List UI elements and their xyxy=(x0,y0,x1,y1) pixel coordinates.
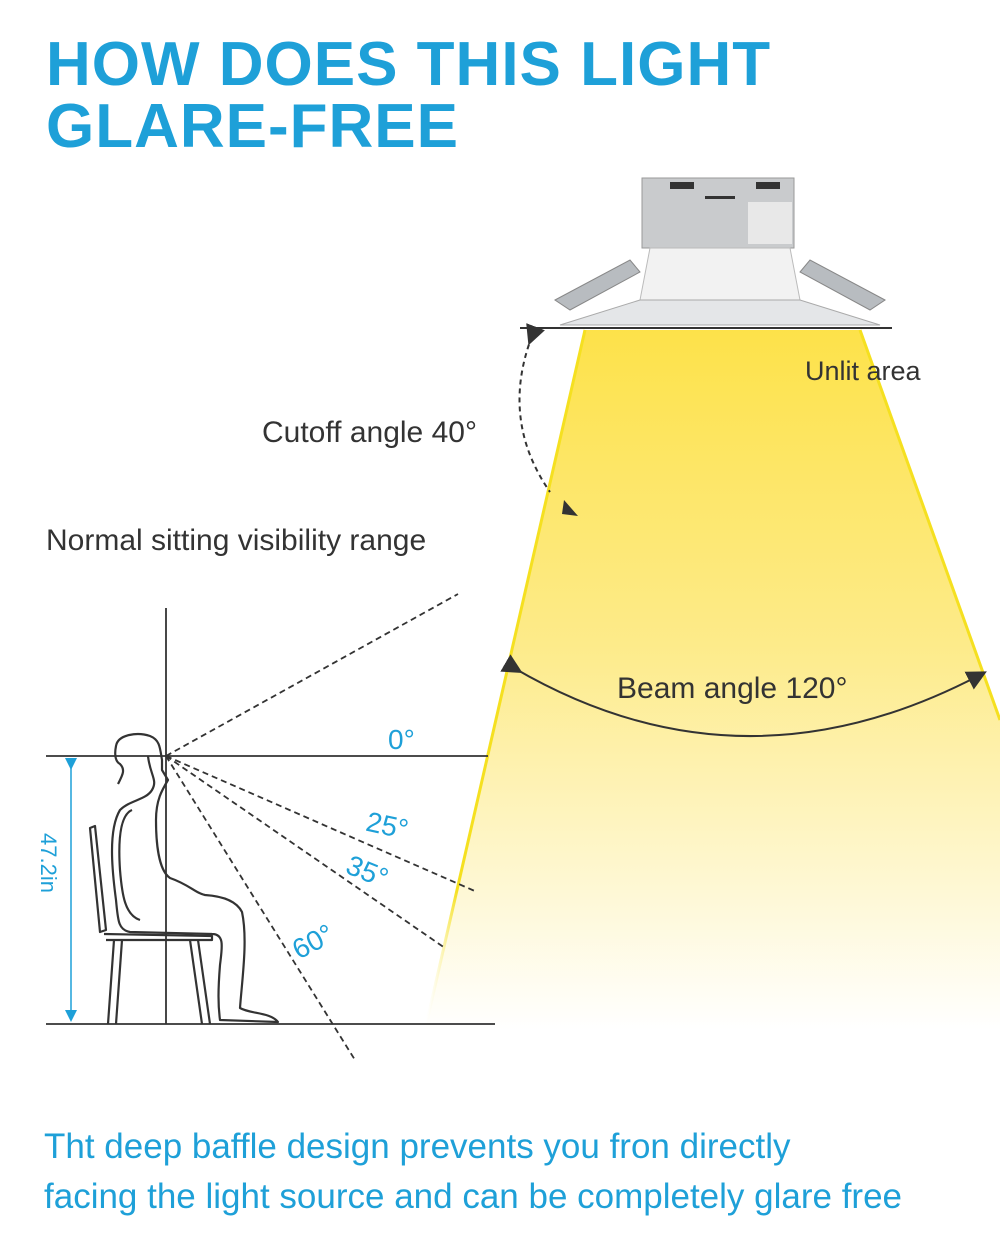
beam-angle-label: Beam angle 120° xyxy=(617,672,848,705)
cutoff-angle-label: Cutoff angle 40° xyxy=(262,416,477,449)
cutoff-arrow-icon xyxy=(562,500,578,516)
angle-label-0: 0° xyxy=(388,724,415,755)
footer-line-2: facing the light source and can be compl… xyxy=(44,1177,903,1216)
cutoff-angle-arc xyxy=(518,323,551,493)
beam-angle-arc xyxy=(500,654,987,738)
height-label: 47.2in xyxy=(35,833,61,893)
seated-person-icon xyxy=(88,733,280,1025)
page-title: HOW DOES THIS LIGHT GLARE-FREE xyxy=(46,34,771,158)
downlight-fixture xyxy=(520,177,892,329)
visibility-range-label: Normal sitting visibility range xyxy=(46,524,427,557)
title-line-2: GLARE-FREE xyxy=(46,92,459,161)
footer-line-1: Tht deep baffle design prevents you fron… xyxy=(44,1127,791,1166)
title-line-1: HOW DOES THIS LIGHT xyxy=(46,30,772,99)
sight-lines xyxy=(46,593,495,1061)
footer-caption: Tht deep baffle design prevents you fron… xyxy=(44,1122,902,1222)
unlit-area-label: Unlit area xyxy=(805,356,921,386)
